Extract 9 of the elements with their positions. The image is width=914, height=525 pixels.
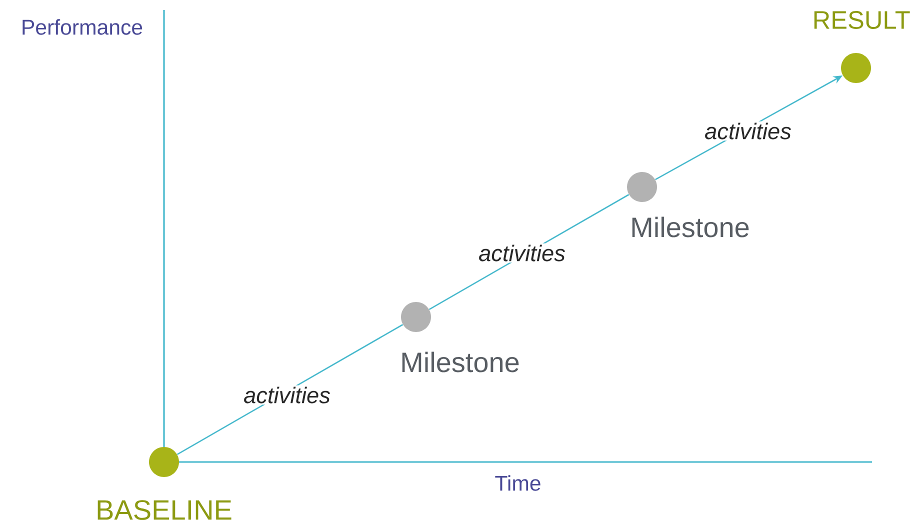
node-label: Milestone	[632, 216, 749, 238]
edge-label: activities	[477, 243, 567, 263]
edge-label: activities	[242, 385, 332, 405]
axis-label: Time	[495, 475, 540, 491]
edge-label: activities	[703, 121, 793, 141]
axis-label: Performance	[22, 19, 142, 35]
node-label: Milestone	[402, 352, 519, 372]
node-label: BASELINE	[98, 500, 232, 520]
node-label: RESULT	[814, 11, 910, 29]
